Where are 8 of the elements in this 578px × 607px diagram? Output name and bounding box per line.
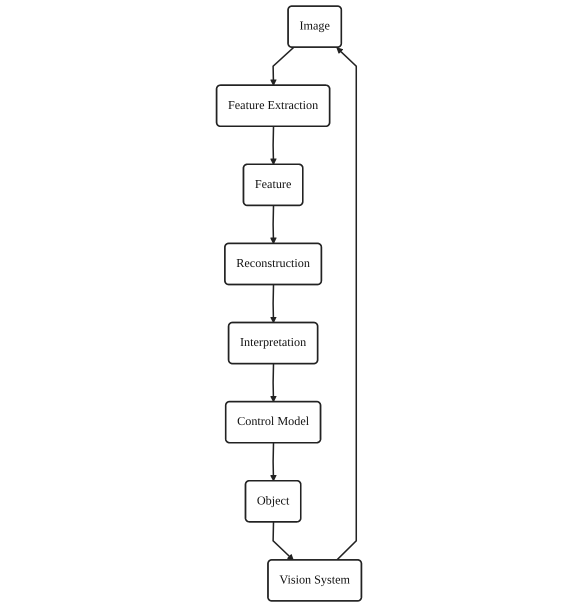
arrow [270, 206, 277, 244]
arrow [272, 522, 294, 561]
arrow [336, 47, 358, 561]
arrow [270, 443, 277, 482]
arrow [270, 284, 277, 324]
arrow [270, 46, 294, 86]
arrow [270, 364, 277, 402]
arrow [270, 126, 277, 165]
